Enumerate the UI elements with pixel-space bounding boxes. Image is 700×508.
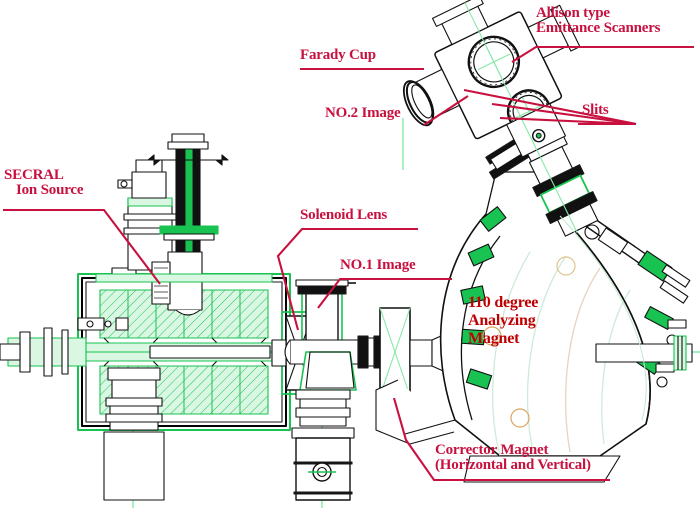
label-secral-ion-source: SECRAL Ion Source xyxy=(4,167,84,199)
label-line: Farady Cup xyxy=(300,47,376,63)
label-line: (Horizontal and Vertical) xyxy=(435,457,591,474)
label-line: Analyzing xyxy=(468,311,536,329)
source-pump-stack xyxy=(103,367,165,501)
label-line: Magnet xyxy=(468,329,520,347)
label-farady-cup: Farady Cup xyxy=(300,47,376,63)
magnet-coil-clamps xyxy=(460,206,507,390)
label-line: SECRAL xyxy=(4,167,64,183)
magnet-support-strut xyxy=(547,191,691,304)
label-slits: Slits xyxy=(582,102,609,118)
label-line: Solenoid Lens xyxy=(300,207,388,223)
label-line: 110 degree xyxy=(468,294,539,311)
label-corrector-magnet: Corrector Magnet (Horizontal and Vertica… xyxy=(435,442,591,474)
label-line: Ion Source xyxy=(16,182,84,199)
label-line: NO.2 Image xyxy=(325,105,401,121)
no1-image-chamber xyxy=(284,279,383,391)
label-no1-image: NO.1 Image xyxy=(340,257,416,273)
corrector-magnet-body xyxy=(379,307,451,397)
secral-ion-source-body xyxy=(0,133,291,501)
exit-beam-pipe xyxy=(595,335,693,371)
label-analyzing-magnet: 110 degree Analyzing Magnet xyxy=(468,294,538,348)
turbo-pump-lower xyxy=(291,389,355,501)
label-line: Allison type xyxy=(536,5,610,21)
label-solenoid-lens: Solenoid Lens xyxy=(300,207,388,223)
label-line: NO.1 Image xyxy=(340,257,416,273)
label-no2-image: NO.2 Image xyxy=(325,105,401,121)
extraction-column xyxy=(0,317,129,377)
label-line: Corrector Magnet xyxy=(435,442,549,458)
label-allison-scanners: Allison type Emittance Scanners xyxy=(536,5,661,37)
label-line: Slits xyxy=(582,102,609,118)
label-line: Emittance Scanners xyxy=(536,20,661,37)
